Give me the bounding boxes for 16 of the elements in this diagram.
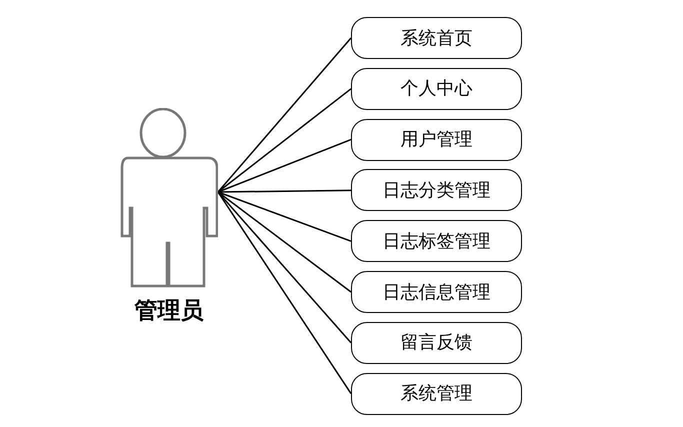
use-case-box: 日志标签管理 <box>351 220 522 262</box>
connector-line <box>218 191 352 242</box>
use-case-box: 日志分类管理 <box>351 169 522 212</box>
use-case-box: 系统管理 <box>351 372 522 415</box>
use-case-box: 留言反馈 <box>351 322 522 364</box>
connector-line <box>218 190 352 193</box>
connector-line <box>218 191 352 293</box>
connector-line <box>218 138 352 193</box>
use-case-box: 日志信息管理 <box>351 271 522 313</box>
connector-line <box>217 38 352 192</box>
use-case-box: 用户管理 <box>351 118 522 161</box>
use-case-box: 个人中心 <box>351 68 522 110</box>
use-case-box: 系统首页 <box>351 17 522 59</box>
actor-label: 管理员 <box>134 299 204 322</box>
connector-line <box>217 192 352 394</box>
connector-line <box>218 88 352 193</box>
